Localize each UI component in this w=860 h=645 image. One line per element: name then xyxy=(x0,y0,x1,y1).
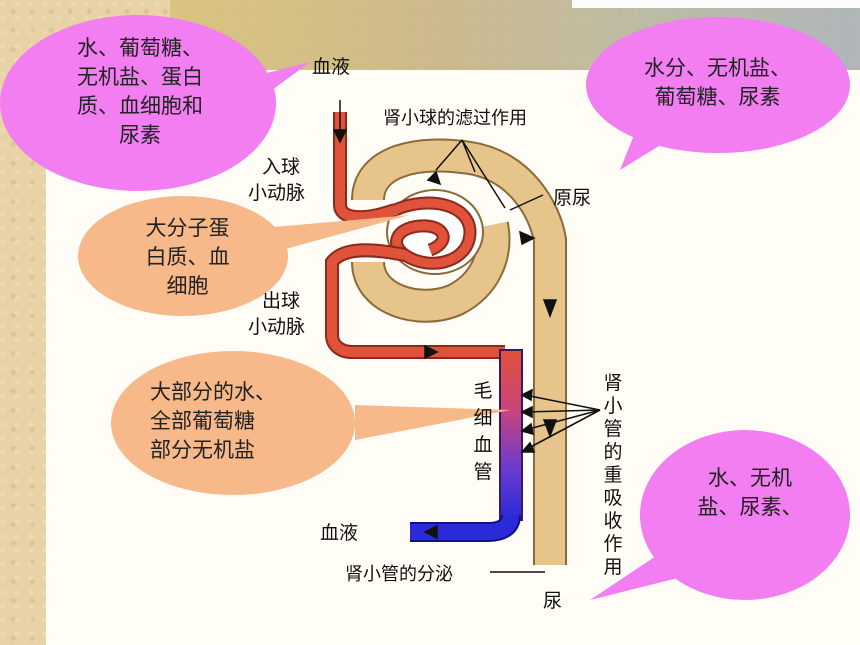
label-afferent-1: 入球 xyxy=(262,156,301,178)
filtration-pointers xyxy=(435,139,506,209)
bubble-blood-components xyxy=(0,15,310,191)
label-blood-out: 血液 xyxy=(320,522,359,544)
flow-arrows xyxy=(332,100,558,540)
label-capillary: 毛细血管 xyxy=(473,380,493,483)
label-primary-urine: 原尿 xyxy=(553,187,592,209)
bubble-not-filtered-text: 大分子蛋 白质、血 细胞 xyxy=(145,216,230,298)
bubble-blood-components-text: 水、葡萄糖、 无机盐、蛋白 质、血细胞和 尿素 xyxy=(77,36,203,147)
label-afferent-2: 小动脉 xyxy=(248,182,306,204)
label-efferent-1: 出球 xyxy=(262,290,301,312)
label-secretion: 肾小管的分泌 xyxy=(345,564,453,585)
label-filtration: 肾小球的滤过作用 xyxy=(383,108,527,129)
peritubular-capillary xyxy=(410,349,523,542)
efferent-arteriole xyxy=(325,243,505,359)
afferent-arteriole xyxy=(333,112,398,225)
primary-urine-pointer xyxy=(509,194,544,211)
header-white-edge xyxy=(572,0,860,8)
label-blood-in: 血液 xyxy=(312,56,351,78)
bubble-final-urine xyxy=(590,430,850,600)
glomerulus xyxy=(390,196,477,270)
bubble-reabsorbed xyxy=(111,351,510,495)
bubble-reabsorbed-text: 大部分的水、 全部葡萄糖 部分无机盐 xyxy=(150,380,276,462)
label-efferent-2: 小动脉 xyxy=(248,316,306,338)
label-reabsorption: 肾小管的重吸收作用 xyxy=(603,372,623,578)
bubble-final-urine-text: 水、无机 盐、尿素、 xyxy=(697,466,803,519)
bubble-urine-components-text: 水分、无机盐、 葡萄糖、尿素 xyxy=(644,56,791,109)
bubble-urine-components xyxy=(586,17,850,170)
bubble-not-filtered xyxy=(78,196,410,316)
label-urine: 尿 xyxy=(543,590,563,612)
reabsorption-arrows xyxy=(520,388,601,453)
